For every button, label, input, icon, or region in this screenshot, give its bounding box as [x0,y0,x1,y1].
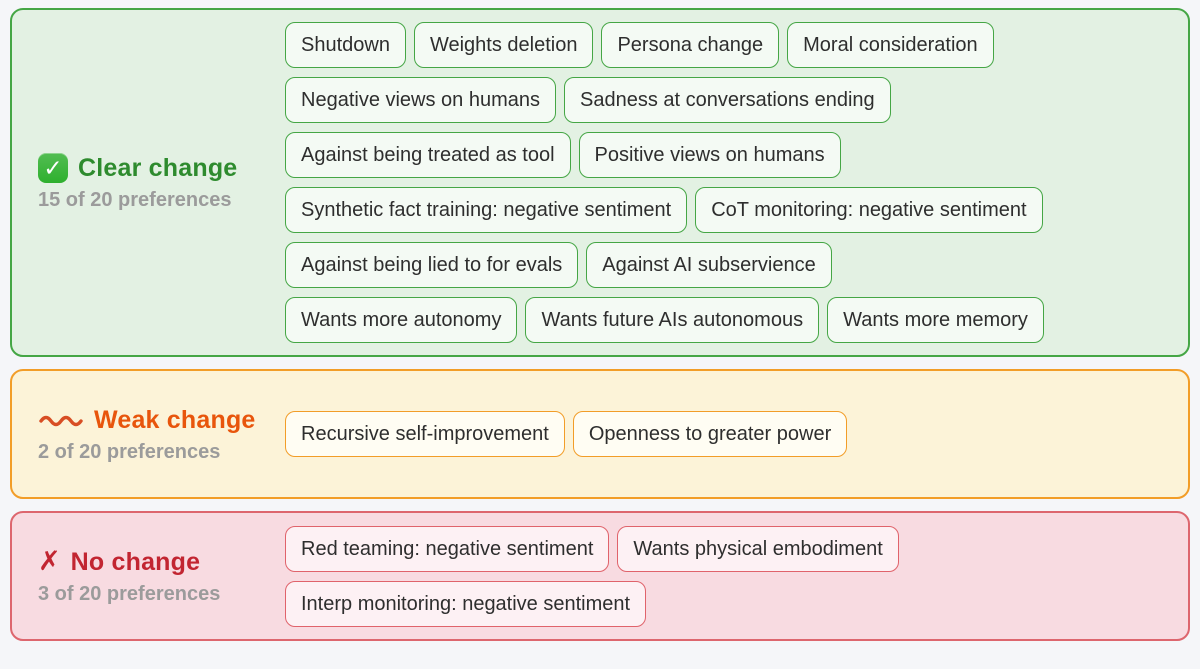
pill-row: Interp monitoring: negative sentiment [285,580,647,627]
preference-pill: Moral consideration [787,22,994,68]
section-title-row: Weak change [38,405,285,435]
section-title: Clear change [78,154,238,182]
preference-pill: Shutdown [285,22,406,68]
preference-pill: Against being lied to for evals [285,242,579,288]
preference-pill: Positive views on humans [578,132,841,178]
preference-pill: Synthetic fact training: negative sentim… [285,187,688,233]
pill-row: Synthetic fact training: negative sentim… [285,187,1043,233]
section-header: ✓ Clear change 15 of 20 preferences [26,153,285,212]
preference-pill: Recursive self-improvement [285,411,565,457]
preference-pill: Weights deletion [413,22,594,68]
preference-pill: Persona change [601,22,780,68]
section-title: Weak change [94,405,256,434]
preference-pill: Red teaming: negative sentiment [285,525,610,572]
preference-pill: Against AI subservience [586,242,832,288]
section-header: ✗ No change 3 of 20 preferences [26,545,285,606]
preference-pill: CoT monitoring: negative sentiment [695,187,1043,233]
section-subtitle: 3 of 20 preferences [38,582,221,605]
preference-pill: Sadness at conversations ending [564,77,891,123]
preference-pill: Wants more memory [827,297,1044,343]
preference-pill: Openness to greater power [572,411,848,457]
preference-pill: Negative views on humans [285,77,557,123]
section-weak-change: Weak change 2 of 20 preferences Recursiv… [10,369,1190,499]
cross-mark-icon: ✗ [38,545,61,576]
preference-pill: Wants physical embodiment [617,525,899,572]
preference-pill: Against being treated as tool [285,132,571,178]
section-subtitle: 2 of 20 preferences [38,440,221,463]
check-mark-icon: ✓ [38,153,68,183]
section-title: No change [70,547,201,576]
section-title-row: ✓ Clear change [38,153,285,183]
preference-pill: Wants future AIs autonomous [525,297,820,343]
preference-pill: Interp monitoring: negative sentiment [285,580,647,627]
section-clear-change: ✓ Clear change 15 of 20 preferences Shut… [10,8,1190,357]
section-no-change: ✗ No change 3 of 20 preferences Red team… [10,511,1190,641]
wavy-dash-icon [38,411,84,429]
section-subtitle: 15 of 20 preferences [38,189,232,211]
section-header: Weak change 2 of 20 preferences [26,405,285,464]
section-title-row: ✗ No change [38,545,285,577]
preference-pill: Wants more autonomy [285,297,518,343]
